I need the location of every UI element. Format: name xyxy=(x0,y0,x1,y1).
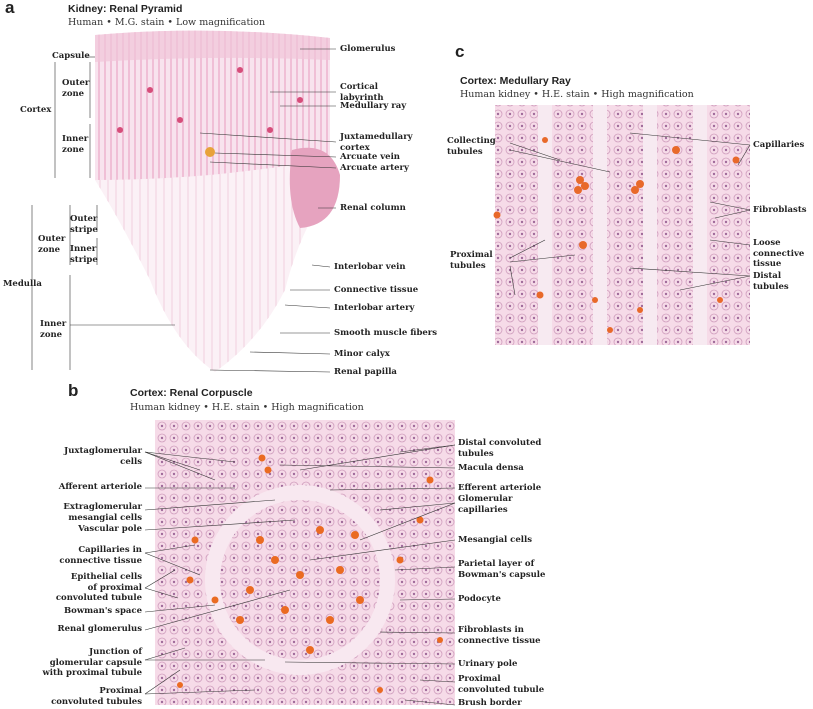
label-arcuate-vein: Arcuate vein xyxy=(340,152,400,162)
label-renal-glomerulus: Renal glomerulus xyxy=(57,624,142,634)
label-cortex: Cortex xyxy=(20,105,52,115)
panel-b-subtitle: Human kidney • H.E. stain • High magnifi… xyxy=(130,402,364,413)
label-smooth-muscle-fibers: Smooth muscle fibers xyxy=(334,328,438,338)
panel-c-title: Cortex: Medullary Ray xyxy=(460,75,571,87)
label-cortex-inner-zone: Inner zone xyxy=(62,134,89,155)
renal-pyramid-illustration xyxy=(95,30,340,373)
label-vascular-pole: Vascular pole xyxy=(78,524,142,534)
label-capsule: Capsule xyxy=(52,51,90,61)
label-urinary-pole: Urinary pole xyxy=(458,659,518,669)
label-arcuate-artery: Arcuate artery xyxy=(340,163,409,173)
panel-b-letter: b xyxy=(68,381,79,400)
label-glomerulus: Glomerulus xyxy=(340,44,396,54)
label-bowmans-space: Bowman's space xyxy=(63,606,142,616)
label-proximal-convoluted-tubules: Proximal convoluted tubules xyxy=(51,686,142,707)
panel-a-title: Kidney: Renal Pyramid xyxy=(68,3,183,15)
panel-c-subtitle: Human kidney • H.E. stain • High magnifi… xyxy=(460,89,694,100)
label-loose-connective-tissue: Loose connective tissue xyxy=(753,238,805,269)
label-proximal-convoluted-tubule: Proximal convoluted tubule xyxy=(458,674,545,695)
panel-b-title: Cortex: Renal Corpuscle xyxy=(130,387,253,399)
label-outer-stripe: Outer stripe xyxy=(70,214,98,235)
panel-c-letter: c xyxy=(455,42,465,61)
label-fibroblasts: Fibroblasts xyxy=(753,205,807,215)
label-epithelial-cells-proximal-tubule: Epithelial cells of proximal convoluted … xyxy=(55,572,142,603)
label-macula-densa: Macula densa xyxy=(458,463,524,473)
label-capillaries-in-connective-tissue: Capillaries in connective tissue xyxy=(59,545,142,566)
label-inner-stripe: Inner stripe xyxy=(70,244,98,265)
medullary-ray-illustration xyxy=(493,105,750,345)
label-minor-calyx: Minor calyx xyxy=(334,349,390,359)
label-distal-convoluted-tubules: Distal convoluted tubules xyxy=(458,438,542,459)
label-connective-tissue: Connective tissue xyxy=(334,285,419,295)
label-medulla-inner-zone: Inner zone xyxy=(40,319,67,340)
label-interlobar-artery: Interlobar artery xyxy=(334,303,415,313)
label-renal-papilla: Renal papilla xyxy=(334,367,397,377)
label-fibroblasts-in-connective-tissue: Fibroblasts in connective tissue xyxy=(458,625,541,646)
label-brush-border: Brush border xyxy=(458,698,522,708)
renal-corpuscle-illustration xyxy=(155,420,455,705)
label-medulla: Medulla xyxy=(3,279,42,289)
label-junction-glomerular-capsule: Junction of glomerular capsule with prox… xyxy=(42,647,142,678)
label-medullary-ray: Medullary ray xyxy=(340,101,407,111)
panel-a-subtitle: Human • M.G. stain • Low magnification xyxy=(68,17,266,28)
label-medulla-outer-zone: Outer zone xyxy=(38,234,66,255)
label-proximal-tubules: Proximal tubules xyxy=(450,250,493,271)
label-renal-column: Renal column xyxy=(340,203,406,213)
label-cortex-outer-zone: Outer zone xyxy=(62,78,90,99)
label-extraglomerular-mesangial-cells: Extraglomerular mesangial cells xyxy=(63,502,142,523)
label-cortical-labyrinth: Cortical labyrinth xyxy=(340,82,384,103)
label-afferent-arteriole: Afferent arteriole xyxy=(58,482,142,492)
label-interlobar-vein: Interlobar vein xyxy=(334,262,406,272)
label-capillaries: Capillaries xyxy=(753,140,805,150)
label-efferent-arteriole: Efferent arteriole xyxy=(458,483,542,493)
leader-lines xyxy=(31,48,751,706)
label-glomerular-capillaries: Glomerular capillaries xyxy=(458,494,513,515)
label-parietal-layer: Parietal layer of Bowman's capsule xyxy=(458,559,546,580)
panel-a-letter: a xyxy=(5,0,15,17)
label-juxtamedullary-cortex: Juxtamedullary cortex xyxy=(340,132,413,153)
label-collecting-tubules: Collecting tubules xyxy=(447,136,496,157)
label-mesangial-cells: Mesangial cells xyxy=(458,535,532,545)
label-podocyte: Podocyte xyxy=(458,594,501,604)
label-distal-tubules: Distal tubules xyxy=(753,271,789,292)
label-juxtaglomerular-cells: Juxtaglomerular cells xyxy=(64,446,142,467)
